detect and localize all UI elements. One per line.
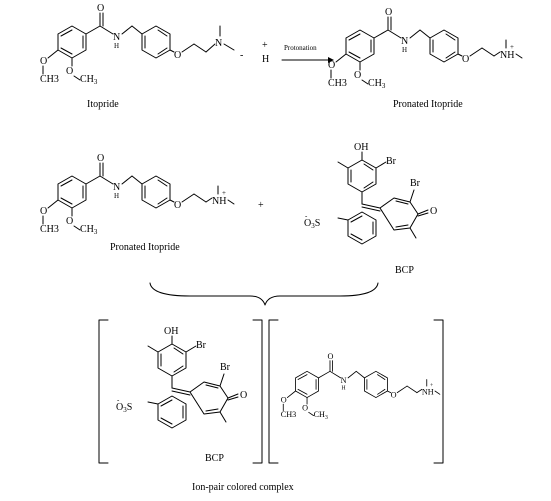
pronated-itopride-molecule-2: O N H O NH + O CH3 O CH3	[40, 153, 235, 236]
bcp-molecule-1: OH Br O Br O3S -	[304, 142, 437, 245]
bracket-right-close	[433, 319, 444, 464]
atom-br: Br	[220, 362, 231, 373]
label-bcp-1: BCP	[395, 265, 414, 276]
atom-n: N	[215, 38, 222, 49]
atom-plus: +	[222, 189, 226, 197]
label-pronated-itopride-2: Pronated Itopride	[110, 242, 180, 253]
atom-o: O	[281, 395, 287, 404]
atom-sub3: 3	[325, 415, 328, 421]
atom-ch3: CH3	[40, 74, 59, 85]
atom-ch3-sub: CH	[80, 74, 94, 85]
atom-o: O	[385, 7, 392, 18]
atom-n: N	[113, 182, 120, 193]
bcp-molecule-2: OH Br O Br O3S -	[116, 326, 247, 429]
label-pronated-itopride-1: Pronated Itopride	[393, 99, 463, 110]
svg-text:CH3: CH3	[40, 224, 59, 235]
atom-h: H	[341, 385, 345, 391]
atom-br: Br	[410, 178, 421, 189]
atom-o: O	[328, 60, 335, 71]
atom-n: N	[341, 376, 347, 385]
atom-sub3: 3	[94, 228, 98, 236]
atom-o: O	[302, 404, 308, 413]
svg-text:CH3: CH3	[281, 410, 296, 419]
atom-plus: +	[430, 383, 433, 389]
atom-o: O	[391, 391, 397, 400]
atom-o: O	[430, 206, 437, 217]
atom-h: H	[114, 42, 119, 50]
pronated-itopride-molecule-1: O N H O NH + O CH3 O CH3	[328, 7, 523, 90]
atom-h: H	[402, 46, 407, 54]
bracket-left-close	[252, 319, 263, 464]
label-itopride: Itopride	[87, 99, 119, 110]
atom-o: O	[240, 390, 247, 401]
svg-text:O3S: O3S	[304, 218, 320, 230]
minus-symbol: -	[240, 50, 243, 61]
atom-o: O	[354, 70, 361, 81]
atom-o: O	[174, 50, 181, 61]
arrow-head-1	[328, 57, 334, 63]
atom-oh: OH	[164, 326, 178, 337]
atom-n: N	[401, 36, 408, 47]
combining-brace	[149, 282, 379, 306]
h-symbol: H	[262, 54, 269, 65]
bracket-right-open	[268, 319, 279, 464]
label-ion-pair: Ion-pair colored complex	[192, 482, 294, 493]
pronated-itopride-molecule-3: O N H O NH + O CH3 O CH3	[281, 352, 441, 421]
atom-nh: NH	[212, 196, 226, 207]
atom-so3-s: S	[315, 218, 321, 229]
atom-so3-sub: 3	[123, 406, 127, 414]
label-protonation: Protonation	[284, 44, 317, 52]
atom-ch3-sub: CH	[314, 410, 325, 419]
plus-symbol-1: +	[262, 40, 268, 51]
itopride-molecule: O N H O N - O CH3 O CH3	[40, 3, 243, 86]
atom-o: O	[328, 352, 334, 361]
atom-sub3: 3	[382, 82, 386, 90]
atom-so3: O	[116, 402, 123, 413]
atom-minus: -	[117, 396, 120, 404]
svg-text:CH3: CH3	[80, 224, 98, 236]
atom-so3-sub: 3	[311, 222, 315, 230]
svg-text:CH3: CH3	[368, 78, 386, 90]
atom-h: H	[114, 192, 119, 200]
atom-ch3: CH3	[281, 410, 296, 419]
atom-ch3-sub: CH	[368, 78, 382, 89]
atom-o: O	[66, 216, 73, 227]
atom-o: O	[97, 3, 104, 14]
atom-minus: -	[305, 212, 308, 220]
atom-oh: OH	[354, 142, 368, 153]
atom-so3: O	[304, 218, 311, 229]
atom-so3-s: S	[127, 402, 133, 413]
atom-br: Br	[196, 340, 207, 351]
plus-symbol-2: +	[258, 200, 264, 211]
atom-o: O	[462, 54, 469, 65]
atom-ch3: CH3	[40, 224, 59, 235]
atom-o: O	[66, 66, 73, 77]
atom-ch3-sub: CH	[80, 224, 94, 235]
atom-sub3: 3	[94, 78, 98, 86]
svg-text:CH3: CH3	[328, 78, 347, 89]
svg-text:CH3: CH3	[80, 74, 98, 86]
atom-o: O	[40, 56, 47, 67]
atom-ch3: CH3	[328, 78, 347, 89]
svg-text:O3S: O3S	[116, 402, 132, 414]
label-bcp-2: BCP	[205, 453, 224, 464]
atom-o: O	[40, 206, 47, 217]
atom-plus: +	[510, 43, 514, 51]
atom-o: O	[174, 200, 181, 211]
atom-nh: NH	[500, 50, 514, 61]
svg-text:CH3: CH3	[314, 410, 328, 421]
svg-text:CH3: CH3	[40, 74, 59, 85]
atom-br: Br	[386, 156, 397, 167]
bracket-left-open	[98, 319, 109, 464]
atom-o: O	[97, 153, 104, 164]
atom-nh: NH	[422, 387, 434, 396]
atom-n: N	[113, 32, 120, 43]
